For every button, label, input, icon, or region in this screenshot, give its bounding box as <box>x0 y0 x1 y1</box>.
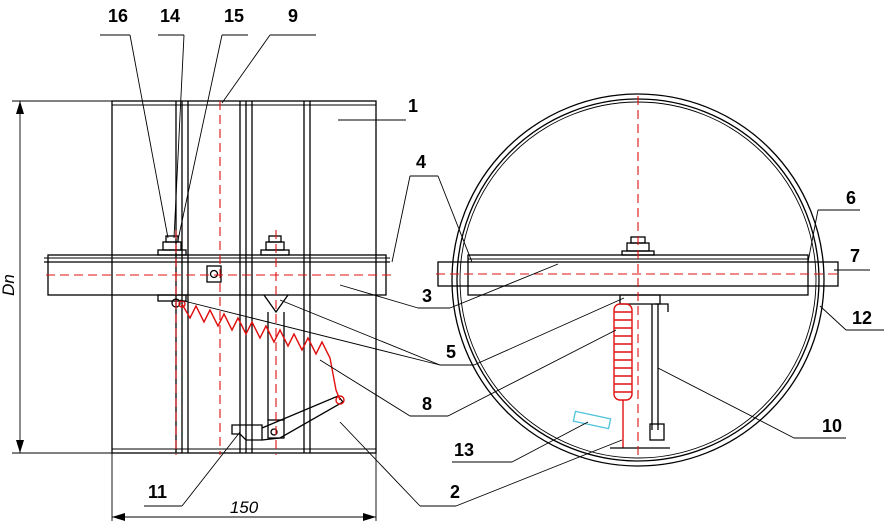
side-view: Dn 150 <box>0 100 392 521</box>
stop-plate <box>263 294 289 314</box>
front-view <box>436 93 840 467</box>
callout-1: 1 <box>408 96 418 116</box>
front-marker <box>572 410 612 430</box>
callout-9: 9 <box>288 6 298 26</box>
callout-5: 5 <box>446 342 456 362</box>
shaft-lock <box>206 265 222 283</box>
callouts: 16 14 15 9 1 4 6 7 3 12 5 8 10 13 11 2 <box>108 6 872 502</box>
dn-label: Dn <box>0 274 18 296</box>
callout-11: 11 <box>148 482 167 502</box>
leader-lines <box>100 34 884 507</box>
callout-13: 13 <box>454 440 474 460</box>
lever-arm <box>261 395 344 441</box>
dn-dimension <box>12 100 112 454</box>
callout-6: 6 <box>846 188 856 208</box>
lower-bracket <box>231 424 263 441</box>
bolt-top-right <box>260 235 290 256</box>
width-label: 150 <box>230 498 259 517</box>
callout-8: 8 <box>422 394 432 414</box>
front-bracket <box>619 294 661 305</box>
callout-10: 10 <box>822 416 842 436</box>
callout-2: 2 <box>450 482 460 502</box>
callout-14: 14 <box>160 6 180 26</box>
duct-ribs <box>112 101 376 453</box>
width-dimension <box>111 453 377 521</box>
front-rod-foot <box>649 423 665 441</box>
duct-body <box>111 100 377 454</box>
callout-12: 12 <box>852 308 872 328</box>
callout-3: 3 <box>422 286 432 306</box>
callout-15: 15 <box>224 6 244 26</box>
callout-4: 4 <box>416 152 426 172</box>
duct-circle-outer <box>451 93 825 467</box>
spring-side <box>181 303 341 401</box>
callout-7: 7 <box>850 246 860 266</box>
callout-16: 16 <box>108 6 128 26</box>
spring-front <box>613 303 633 448</box>
damper-blade <box>467 254 809 296</box>
